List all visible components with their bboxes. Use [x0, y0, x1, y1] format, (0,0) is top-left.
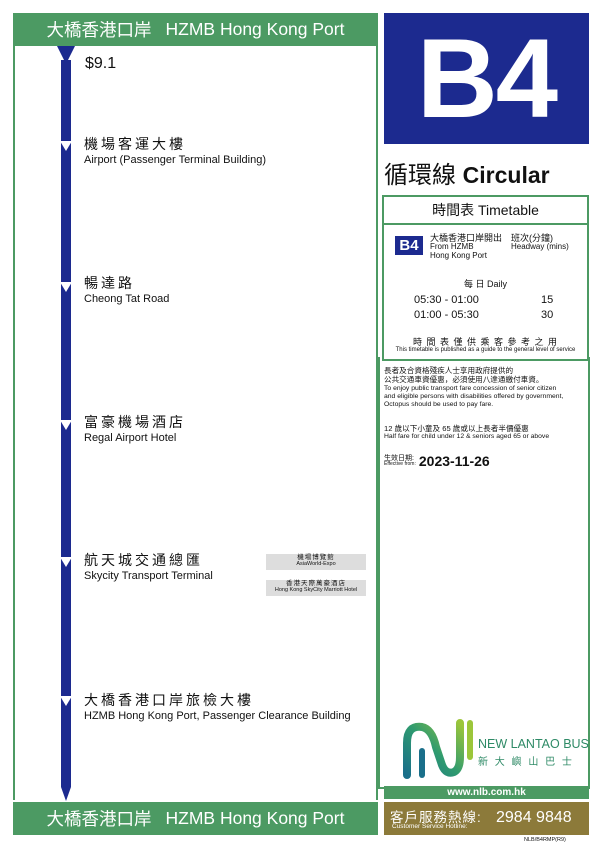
headway-zh: 班次(分鐘)	[511, 233, 553, 243]
header-zh: 大橋香港口岸	[46, 20, 152, 40]
stop-marker	[60, 141, 72, 151]
effective-label-en: Effective from:	[384, 461, 416, 467]
footer-banner: 大橋香港口岸 HZMB Hong Kong Port	[13, 802, 378, 835]
half-fare-en: Half fare for child under 12 & seniors a…	[384, 433, 550, 441]
stop-marker	[60, 696, 72, 706]
stop-name-en: Regal Airport Hotel	[84, 432, 177, 444]
stop-name-zh: 暢達路	[84, 275, 135, 291]
route-type-en: Circular	[462, 162, 550, 188]
landmark-asiaworld-expo: 機場博覽館 AsiaWorld-Expo	[266, 554, 366, 570]
timetable-time-2: 01:00 - 05:30	[414, 309, 479, 321]
stop-name-zh: 大橋香港口岸旅檢大樓	[84, 692, 254, 708]
concession-zh-2: 公共交通車資優惠，必須使用八達通繳付車資。	[384, 375, 544, 385]
timetable-time-1: 05:30 - 01:00	[414, 294, 479, 306]
service-days: 每 日 Daily	[463, 279, 507, 289]
reference-code: NLB/B4RMP(R9)	[524, 837, 566, 843]
landmark-marriott-hotel: 香港天際萬豪酒店 Hong Kong SkyCity Marriott Hote…	[266, 580, 366, 596]
footer-zh: 大橋香港口岸	[46, 809, 152, 829]
disclaimer-zh: 時 間 表 僅 供 乘 客 參 考 之 用	[412, 337, 558, 347]
company-name-zh: 新 大 嶼 山 巴 士	[478, 757, 574, 768]
stop-name-en: Skycity Transport Terminal	[84, 570, 213, 582]
concession-note: 長者及合資格殘疾人士享用政府提供的 公共交通車資優惠，必須使用八達通繳付車資。 …	[384, 366, 584, 409]
landmark-en: Hong Kong SkyCity Marriott Hotel	[274, 586, 358, 593]
landmark-zh: 香港天際萬豪酒店	[286, 580, 346, 587]
route-line	[57, 46, 75, 801]
timetable-route-badge: B4	[395, 236, 423, 255]
timetable-box: 時間表 Timetable B4 大橋香港口岸開出 From HZMB Hong…	[382, 195, 589, 361]
stop-cheong-tat-road: 暢達路 Cheong Tat Road	[84, 273, 169, 305]
route-type-label: 循環線 Circular	[384, 155, 594, 190]
website-link[interactable]: www.nlb.com.hk	[384, 786, 589, 799]
stop-marker	[60, 282, 72, 292]
route-type-zh: 循環線	[384, 162, 456, 189]
concession-zh-1: 長者及合資格殘疾人士享用政府提供的	[384, 366, 514, 375]
stop-airport: 機場客運大樓 Airport (Passenger Terminal Build…	[84, 134, 266, 166]
route-number-badge: B4	[384, 13, 589, 144]
concession-en-2: and eligible persons with disabilities o…	[384, 392, 564, 400]
company-name-en: NEW LANTAO BUS	[478, 737, 589, 751]
departure-en-line2: Hong Kong Port	[430, 250, 487, 260]
departure-zh: 大橋香港口岸開出	[430, 233, 503, 243]
stop-hzmb-passenger-clearance: 大橋香港口岸旅檢大樓 HZMB Hong Kong Port, Passenge…	[84, 690, 351, 722]
effective-label-zh: 生效日期:	[384, 455, 414, 462]
header-en: HZMB Hong Kong Port	[165, 19, 345, 39]
route-number: B4	[416, 16, 558, 141]
timetable-headway-2: 30	[541, 309, 554, 321]
hotline-label-en: Customer Service Hotline:	[392, 823, 468, 830]
footer-en: HZMB Hong Kong Port	[165, 808, 345, 828]
effective-date: 2023-11-26	[418, 453, 490, 469]
disclaimer-en: This timetable is published as a guide t…	[395, 347, 576, 353]
header-banner: 大橋香港口岸 HZMB Hong Kong Port	[13, 13, 378, 46]
departure-info: 大橋香港口岸開出 From HZMB Hong Kong Port	[430, 233, 503, 260]
hotline-label-zh: 客戶服務熱線:	[390, 810, 482, 825]
stop-skycity-transport-terminal: 航天城交通總匯 Skycity Transport Terminal	[84, 550, 213, 582]
effective-date-row: 生效日期: Effective from: 2023-11-26	[384, 453, 490, 469]
nlb-logo-icon	[403, 719, 473, 779]
half-fare-note: 12 歲以下小童及 65 歲或以上長者半價優惠 Half fare for ch…	[384, 424, 584, 442]
stop-name-en: Cheong Tat Road	[84, 293, 170, 305]
timetable-title: 時間表 Timetable	[384, 197, 587, 225]
landmark-zh: 機場博覽館	[297, 554, 335, 561]
stop-name-zh: 航天城交通總匯	[84, 552, 203, 568]
stop-marker	[60, 420, 72, 430]
hotline-banner: 客戶服務熱線: Customer Service Hotline: 2984 9…	[384, 802, 589, 835]
stop-name-en: Airport (Passenger Terminal Building)	[84, 154, 266, 166]
route-diagram-panel	[13, 46, 378, 800]
stop-name-zh: 富豪機場酒店	[84, 414, 186, 430]
fare-label: $9.1	[85, 55, 117, 72]
hotline-number: 2984 9848	[496, 809, 572, 826]
stop-regal-airport-hotel: 富豪機場酒店 Regal Airport Hotel	[84, 412, 186, 444]
effective-label: 生效日期: Effective from:	[384, 455, 416, 467]
landmark-en: AsiaWorld-Expo	[296, 560, 336, 567]
timetable-headway-1: 15	[541, 294, 554, 306]
concession-en-3: Octopus should be used to pay fare.	[384, 401, 494, 409]
stop-name-en: HZMB Hong Kong Port, Passenger Clearance…	[84, 710, 351, 722]
stop-marker	[60, 557, 72, 567]
concession-en-1: To enjoy public transport fare concessio…	[384, 384, 557, 392]
headway-info: 班次(分鐘) Headway (mins)	[511, 233, 569, 252]
headway-en: Headway (mins)	[511, 242, 569, 252]
half-fare-zh: 12 歲以下小童及 65 歲或以上長者半價優惠	[384, 424, 529, 433]
departure-en-line1: From HZMB	[430, 242, 474, 252]
stop-name-zh: 機場客運大樓	[84, 136, 186, 152]
